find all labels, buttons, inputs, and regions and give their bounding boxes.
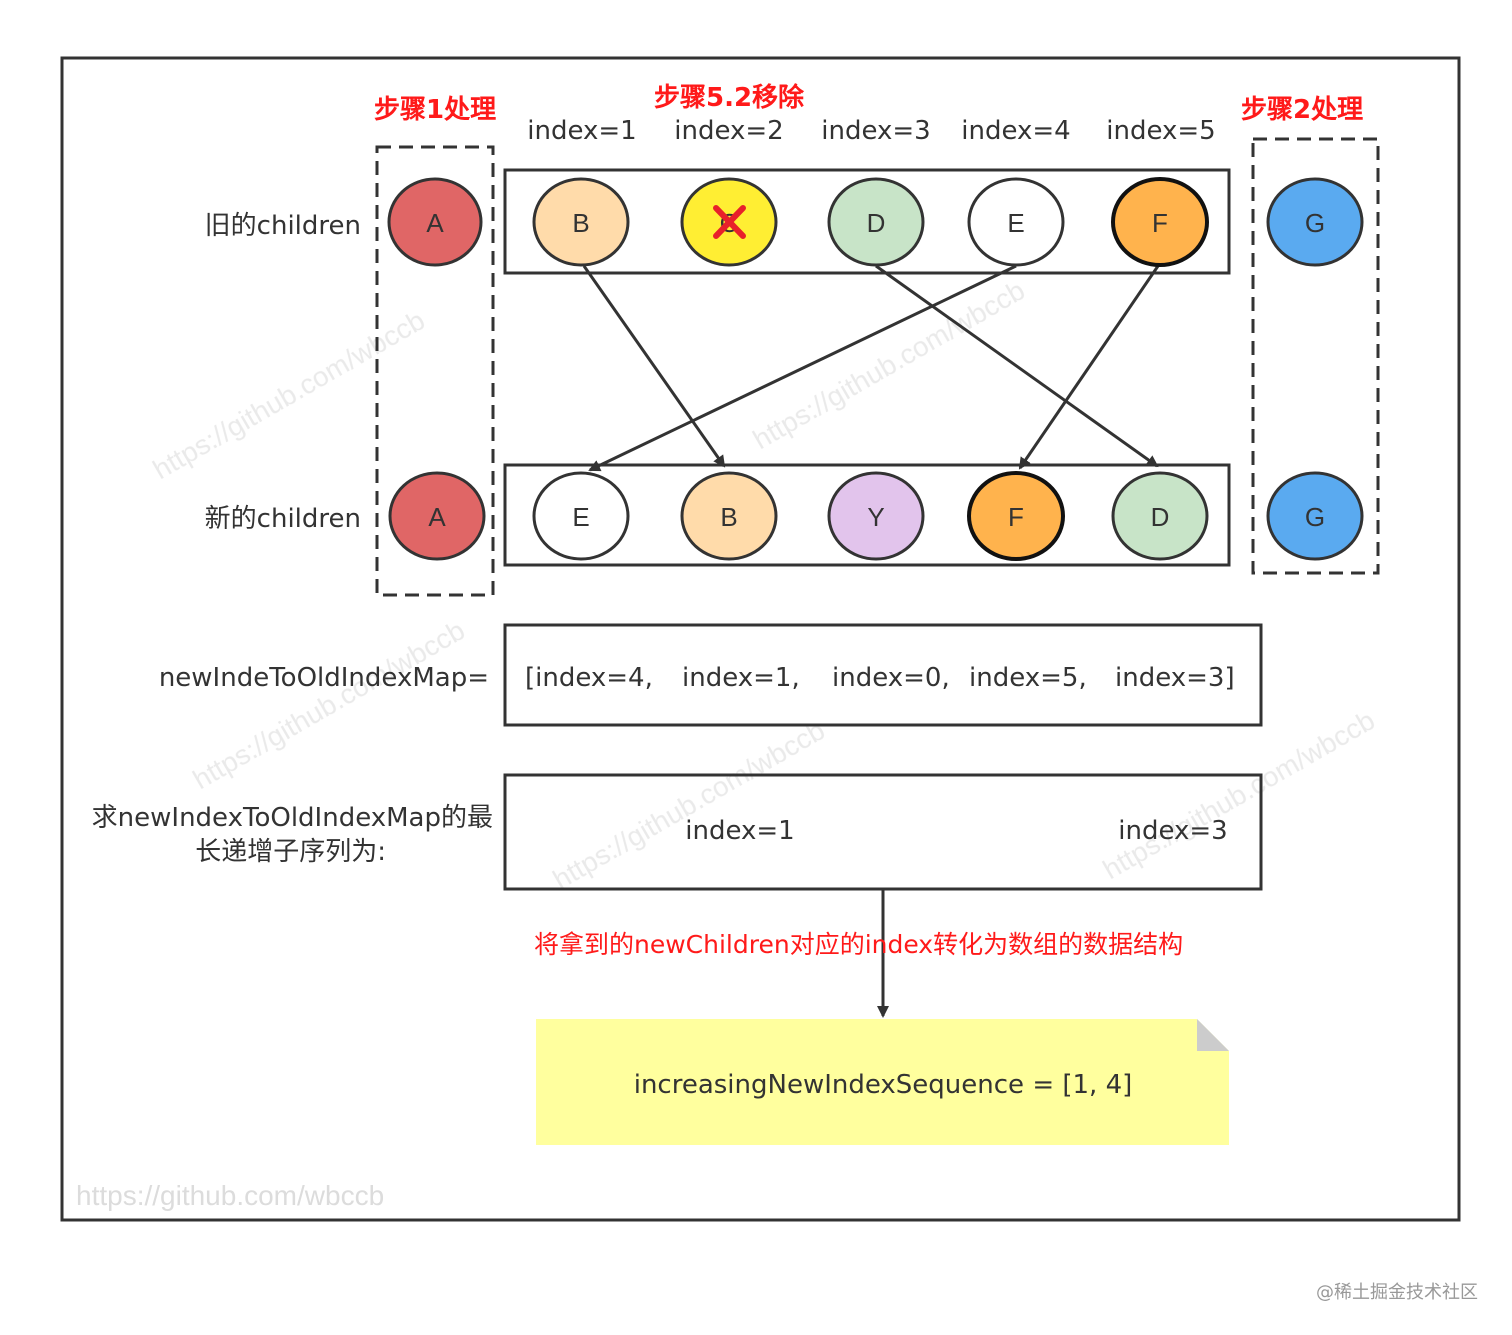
arrow-e-to-e — [588, 264, 1017, 472]
old-node: A — [387, 177, 483, 267]
old-node: D — [827, 177, 925, 267]
index-label: index=5 — [1106, 116, 1215, 146]
new-children-label: 新的children — [205, 504, 361, 534]
watermark-diagonal: https://github.com/wbccb — [188, 614, 470, 795]
node-circle — [1111, 177, 1209, 267]
step2-dashed-box — [1251, 137, 1380, 575]
step1-label: 步骤1处理 — [374, 94, 496, 125]
node-key: B — [720, 502, 737, 532]
step2-label: 步骤2处理 — [1241, 94, 1363, 125]
map-value: index=1, — [682, 663, 800, 693]
outer-frame — [60, 56, 1461, 1222]
arrow-b-to-b — [582, 265, 726, 468]
watermark-diagonal: https://github.com/wbccb — [148, 304, 430, 485]
old-node: G — [1266, 177, 1364, 267]
old-node-removed: C — [680, 177, 778, 267]
lis-label-line1: 求newIndexToOldIndexMap的最 — [92, 803, 493, 833]
note-paper — [536, 1019, 1229, 1145]
watermark-diagonal: https://github.com/wbccb — [548, 714, 830, 895]
new-children-container — [503, 463, 1231, 567]
arrow-f-to-f — [1018, 265, 1160, 470]
old-node: F — [1111, 177, 1209, 267]
watermark-diagonal: https://github.com/wbccb — [748, 274, 1030, 455]
new-node: F — [967, 471, 1065, 561]
old-children-container — [503, 168, 1231, 275]
index-label: index=1 — [527, 116, 636, 146]
new-node: Y — [827, 471, 925, 561]
node-circle — [967, 471, 1065, 561]
map-value: [index=4, — [525, 663, 653, 693]
remove-cross-icon — [713, 205, 746, 239]
lis-label-line2: 长递增子序列为: — [195, 837, 386, 867]
new-node: A — [388, 471, 486, 561]
watermark-diagonal: https://github.com/wbccb — [1098, 704, 1380, 885]
footer-credit: @稀土掘金技术社区 — [1316, 1282, 1478, 1303]
convert-note: 将拿到的newChildren对应的index转化为数组的数据结构 — [534, 930, 1183, 959]
node-key: A — [428, 502, 446, 532]
node-circle — [388, 471, 486, 561]
node-key: E — [572, 502, 589, 532]
map-label: newIndeToOldIndexMap= — [159, 663, 489, 693]
map-value: index=0, — [832, 663, 950, 693]
node-circle — [387, 177, 483, 267]
node-circle — [827, 471, 925, 561]
node-circle — [532, 471, 630, 561]
node-key: D — [867, 208, 886, 238]
node-circle — [680, 471, 778, 561]
result-text: increasingNewIndexSequence = [1, 4] — [634, 1070, 1133, 1100]
step52-label: 步骤5.2移除 — [654, 82, 805, 113]
map-value: index=5, — [969, 663, 1087, 693]
node-circle — [1266, 471, 1364, 561]
new-node: D — [1111, 471, 1209, 561]
arrow-d-to-d — [875, 264, 1159, 468]
old-node: E — [967, 177, 1065, 267]
node-key: Y — [867, 502, 884, 532]
new-node: G — [1266, 471, 1364, 561]
index-label: index=4 — [961, 116, 1070, 146]
result-note: increasingNewIndexSequence = [1, 4] — [536, 1019, 1229, 1145]
node-circle — [532, 177, 630, 267]
note-fold — [1197, 1019, 1229, 1051]
lis-value: index=1 — [685, 816, 794, 846]
node-key: G — [1305, 502, 1325, 532]
map-value: index=3] — [1115, 663, 1235, 693]
node-circle — [827, 177, 925, 267]
node-key: F — [1008, 502, 1024, 532]
old-children-label: 旧的children — [205, 211, 361, 241]
node-key: A — [426, 208, 444, 238]
map-box — [503, 623, 1263, 727]
node-circle — [967, 177, 1065, 267]
node-circle — [1266, 177, 1364, 267]
move-arrows — [582, 264, 1160, 472]
node-key: D — [1151, 502, 1170, 532]
new-node: B — [680, 471, 778, 561]
node-key: B — [572, 208, 589, 238]
index-label: index=3 — [821, 116, 930, 146]
index-label: index=2 — [674, 116, 783, 146]
node-circle — [1111, 471, 1209, 561]
old-node: B — [532, 177, 630, 267]
step1-dashed-box — [375, 145, 495, 597]
node-key: F — [1152, 208, 1168, 238]
watermark-bottom: https://github.com/wbccb — [76, 1180, 384, 1211]
node-key: E — [1007, 208, 1024, 238]
lis-value: index=3 — [1118, 816, 1227, 846]
node-key: G — [1305, 208, 1325, 238]
new-node: E — [532, 471, 630, 561]
